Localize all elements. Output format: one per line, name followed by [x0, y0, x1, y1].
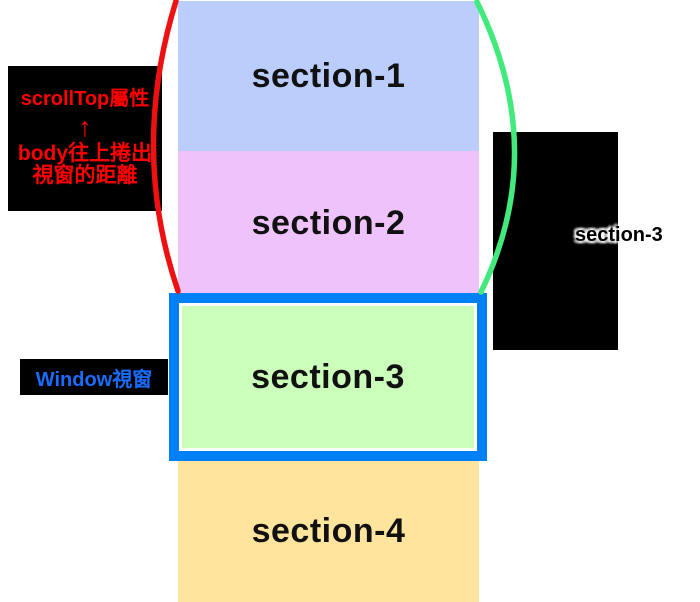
window-viewport-frame: section-3 [169, 293, 487, 461]
section-4-block: section-4 [178, 461, 479, 602]
section-1-block: section-1 [178, 1, 479, 151]
scrolltop-annotation-box: scrollTop屬性 ↑ body往上捲出 視窗的距離 [8, 66, 162, 211]
section-3-block: section-3 [182, 306, 474, 448]
scrolltop-description-line2: 視窗的距離 [32, 164, 138, 188]
section-4-label: section-4 [251, 512, 406, 550]
up-arrow-icon: ↑ [78, 111, 92, 142]
section-2-label: section-2 [251, 203, 406, 242]
scrolltop-property-label: scrollTop屬性 [20, 88, 150, 111]
section-1-label: section-1 [251, 56, 406, 95]
section-2-block: section-2 [178, 151, 479, 295]
section-3-label: section-3 [251, 357, 405, 396]
scrolltop-description-line1: body往上捲出 [17, 141, 153, 165]
right-annotation-label: section-3 [575, 224, 663, 246]
window-label-box: Window視窗 [20, 359, 168, 395]
window-label: Window視窗 [35, 368, 153, 391]
